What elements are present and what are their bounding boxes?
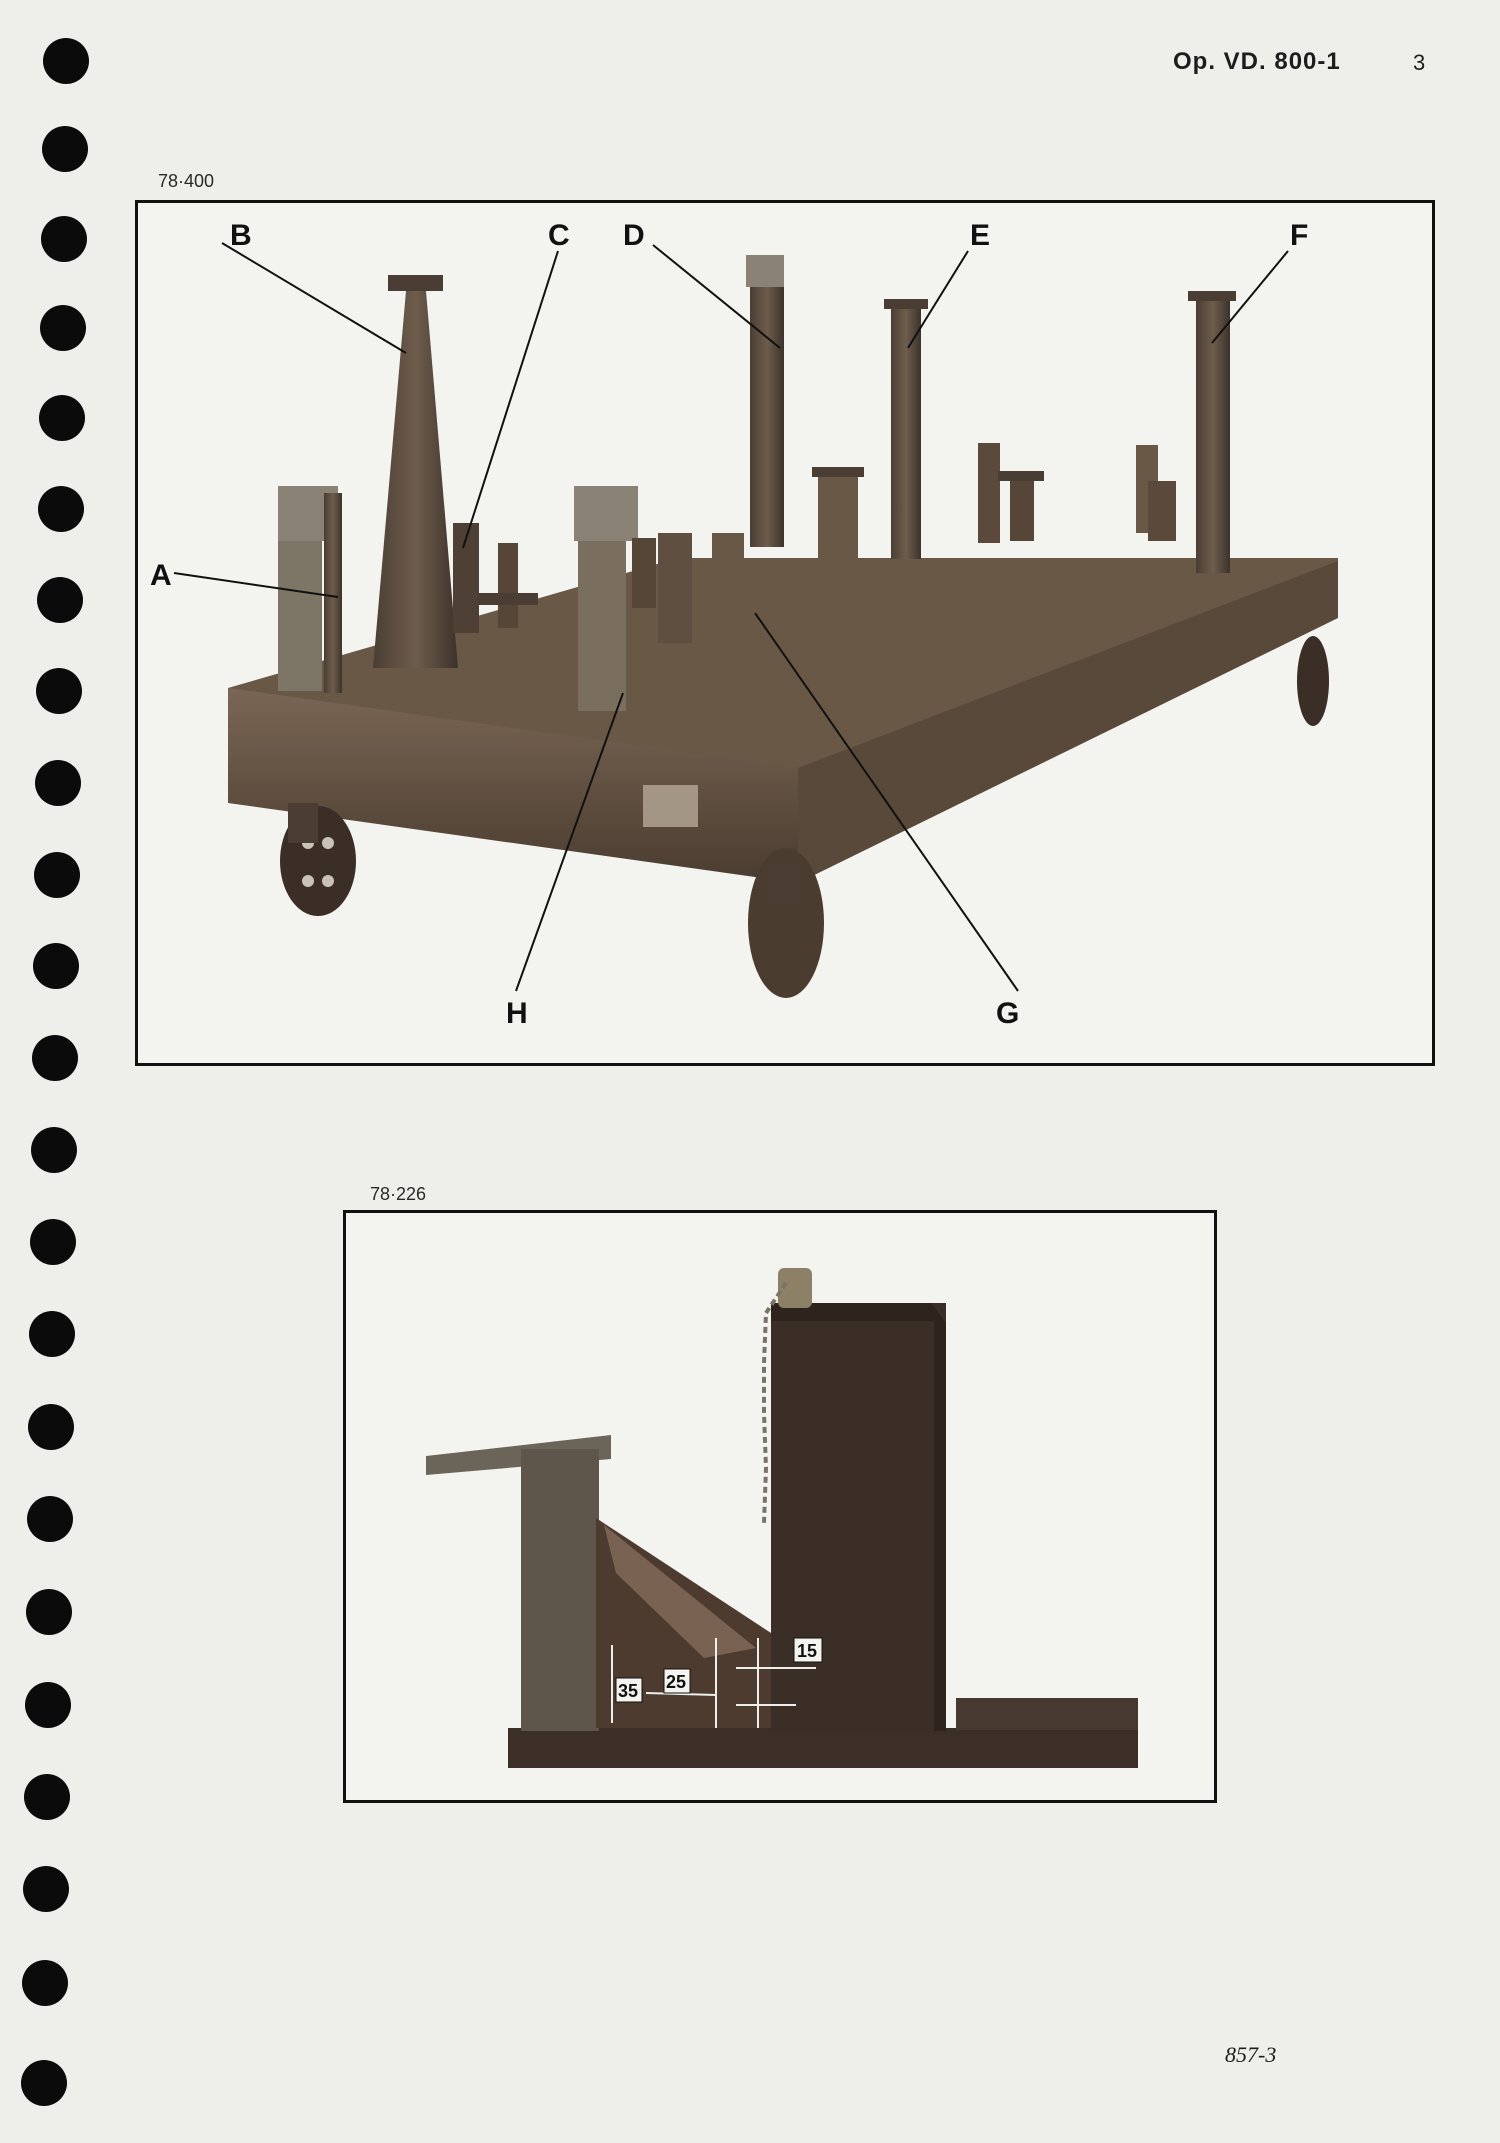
binder-hole [41,216,87,262]
callout-label: E [970,219,990,252]
binder-hole [22,1960,68,2006]
binder-hole [40,305,86,351]
figure-code-top: 78·400 [158,171,215,191]
callout-label: D [623,219,645,252]
binder-hole [39,395,85,441]
figure-bottom-frame: 35 25 15 [343,1210,1217,1803]
binder-hole [35,760,81,806]
binder-hole [33,943,79,989]
callout-label: G [996,997,1019,1030]
dimension-label: 25 [666,1672,686,1692]
binder-hole [30,1219,76,1265]
binder-hole [43,38,89,84]
binder-hole [24,1774,70,1820]
footer-code: 857-3 [1225,2042,1277,2067]
binder-hole [29,1311,75,1357]
wheel [748,848,824,998]
binder-hole [31,1127,77,1173]
binder-hole [21,2060,67,2106]
figure-code-bottom: 78·226 [370,1184,427,1204]
binder-hole [34,852,80,898]
dimension-label: 15 [797,1641,817,1661]
wheel [1297,636,1329,726]
callout-label: F [1290,219,1308,252]
binder-hole [36,668,82,714]
binder-hole [38,486,84,532]
binder-hole [27,1496,73,1542]
binder-hole [37,577,83,623]
binder-hole [28,1404,74,1450]
binder-hole [42,126,88,172]
binder-hole [26,1589,72,1635]
page-number: 3 [1413,50,1426,75]
callout-label: B [230,219,252,252]
callout-label: H [506,997,528,1030]
trolley-illustration: A B C D E F G H [150,219,1338,1030]
callout-label: C [548,219,570,252]
binder-hole [23,1866,69,1912]
dimension-label: 35 [618,1681,638,1701]
binder-hole [25,1682,71,1728]
callout-label: A [150,559,172,592]
support-block-illustration: 35 25 15 [426,1268,1138,1768]
figure-top-frame: A B C D E F G H [135,200,1435,1066]
document-reference: Op. VD. 800-1 [1173,48,1341,75]
binder-hole [32,1035,78,1081]
identification-plate [643,785,698,827]
